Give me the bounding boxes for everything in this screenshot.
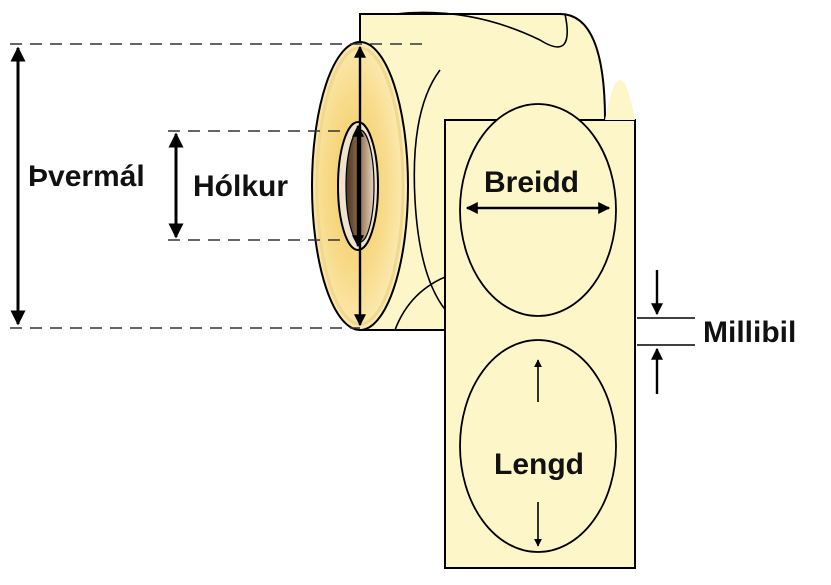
core-label: Hólkur xyxy=(193,170,288,203)
length-label: Lengd xyxy=(494,448,584,481)
dimension-arrows xyxy=(10,45,663,547)
label-oval-top xyxy=(459,103,617,317)
dimension-guides xyxy=(10,43,430,329)
strip-join xyxy=(605,80,635,120)
label-oval-bottom xyxy=(459,339,617,553)
gap-label: Millibil xyxy=(703,316,796,349)
width-label: Breidd xyxy=(484,166,579,199)
roll-label-outline xyxy=(394,11,569,48)
roll-label-outline xyxy=(413,69,456,321)
diameter-label: Þvermál xyxy=(28,160,145,193)
roll-label-outline xyxy=(394,274,451,331)
